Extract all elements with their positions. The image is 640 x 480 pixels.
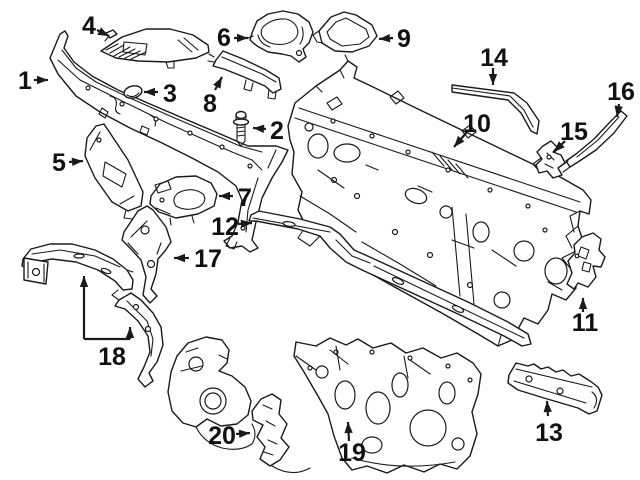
part-drawing-1	[49, 30, 289, 253]
callout-15[interactable]: 15	[553, 118, 588, 153]
part-drawing-9	[312, 11, 378, 62]
callout-number-6[interactable]: 6	[217, 24, 231, 52]
part-drawing-7	[149, 175, 218, 226]
callout-number-17[interactable]: 17	[194, 245, 222, 273]
arrowhead	[219, 191, 230, 201]
arrowhead	[253, 124, 265, 134]
part-drawing-10	[287, 60, 592, 347]
callout-16[interactable]: 16	[607, 78, 635, 118]
arrowhead	[174, 253, 185, 263]
arrowhead	[578, 298, 588, 309]
callout-number-19[interactable]: 19	[338, 439, 366, 467]
arrowhead	[144, 87, 155, 97]
callout-3[interactable]: 3	[144, 80, 177, 108]
arrowhead	[488, 74, 498, 85]
callout-number-20[interactable]: 20	[208, 422, 236, 450]
callout-8[interactable]: 8	[203, 76, 223, 118]
arrowhead	[213, 77, 222, 89]
arrowhead	[237, 33, 248, 43]
callout-2[interactable]: 2	[252, 117, 284, 145]
callout-number-11[interactable]: 11	[572, 309, 599, 337]
callout-number-10[interactable]: 10	[463, 110, 491, 138]
callout-number-7[interactable]: 7	[238, 184, 252, 212]
callout-17[interactable]: 17	[174, 245, 222, 273]
arrowhead	[79, 276, 89, 287]
callout-13[interactable]: 13	[535, 400, 563, 447]
arrowhead	[125, 327, 135, 338]
arrowhead	[454, 135, 465, 147]
arrowhead	[71, 157, 83, 166]
part-drawing-12	[248, 210, 532, 347]
callout-19[interactable]: 19	[338, 421, 366, 467]
callout-number-4[interactable]: 4	[82, 12, 96, 40]
callout-14[interactable]: 14	[480, 44, 508, 85]
callout-number-14[interactable]: 14	[480, 44, 508, 72]
arrowhead	[240, 219, 252, 228]
callout-6[interactable]: 6	[217, 24, 248, 52]
callout-number-2[interactable]: 2	[270, 117, 284, 145]
part-drawing-14	[451, 84, 540, 135]
callout-number-18[interactable]: 18	[98, 343, 126, 371]
callout-18[interactable]: 18	[79, 276, 135, 371]
callout-5[interactable]: 5	[52, 149, 84, 177]
callout-10[interactable]: 10	[453, 110, 491, 148]
callout-7[interactable]: 7	[219, 184, 252, 212]
arrowhead	[37, 75, 48, 85]
arrowhead	[97, 27, 109, 36]
callout-11[interactable]: 11	[572, 298, 599, 337]
part-drawing-3	[123, 85, 143, 99]
part-drawing-20	[251, 393, 311, 474]
part-drawing-4	[100, 28, 210, 69]
part-drawing-17	[121, 205, 172, 304]
callout-20[interactable]: 20	[208, 422, 251, 450]
part-drawing-18b	[111, 289, 164, 388]
callout-number-12[interactable]: 12	[211, 213, 239, 241]
arrowhead	[344, 422, 353, 434]
callout-number-8[interactable]: 8	[203, 90, 217, 118]
arrowhead	[379, 34, 391, 43]
callout-number-13[interactable]: 13	[535, 419, 563, 447]
part-drawing-5	[84, 123, 144, 220]
part-drawing-18a	[21, 243, 134, 291]
callout-number-16[interactable]: 16	[607, 78, 635, 106]
part-drawing-19a	[167, 336, 256, 450]
callout-number-5[interactable]: 5	[52, 149, 66, 177]
arrowhead	[554, 141, 565, 152]
part-drawing-2	[232, 110, 250, 147]
callout-number-1[interactable]: 1	[18, 67, 32, 95]
part-drawing-19b	[293, 337, 482, 474]
part-drawing-8	[207, 50, 282, 100]
part-drawing-13	[507, 362, 603, 415]
callout-number-9[interactable]: 9	[397, 25, 411, 53]
callout-number-3[interactable]: 3	[163, 80, 177, 108]
part-drawing-6	[247, 10, 314, 63]
callout-12[interactable]: 12	[211, 213, 253, 241]
arrowhead	[543, 401, 552, 413]
callout-9[interactable]: 9	[378, 25, 411, 53]
arrowhead	[614, 105, 623, 117]
callout-1[interactable]: 1	[18, 67, 48, 95]
callout-number-15[interactable]: 15	[560, 118, 588, 146]
callout-4[interactable]: 4	[82, 12, 110, 40]
arrowhead	[238, 429, 250, 438]
part-drawing-11	[566, 232, 606, 290]
